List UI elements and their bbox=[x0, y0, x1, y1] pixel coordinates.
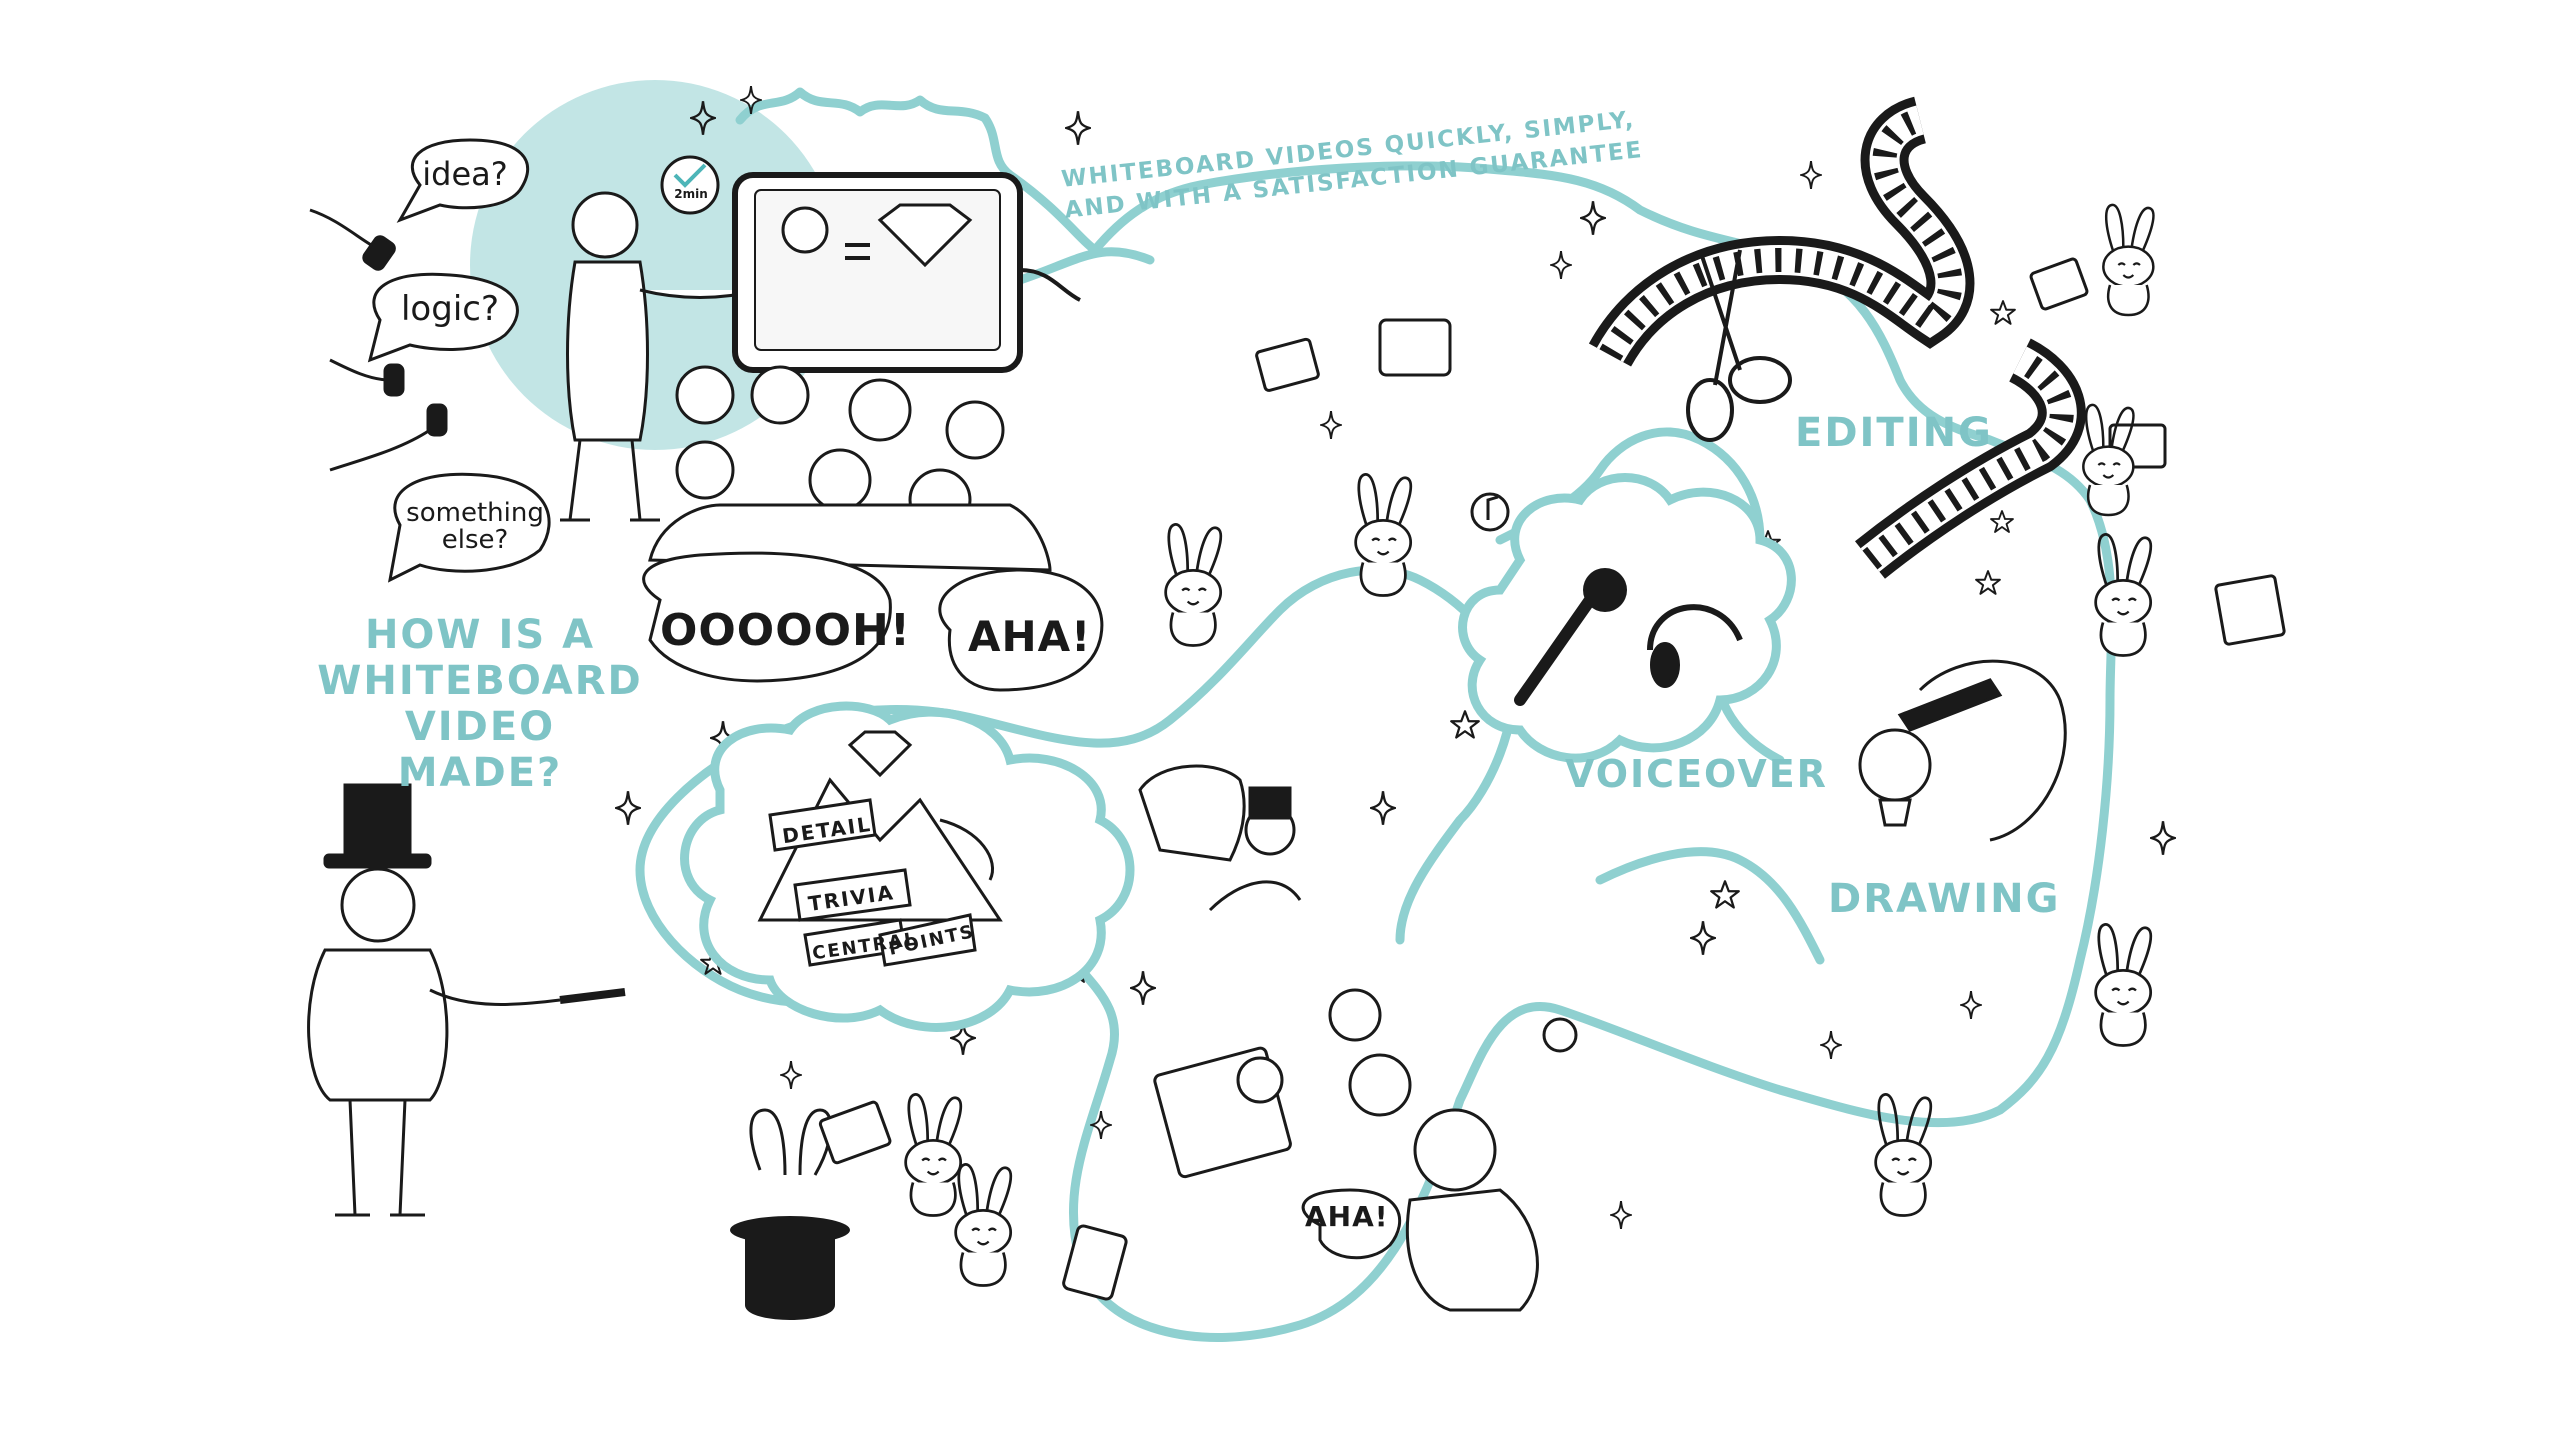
step-label-editing: EDITING bbox=[1795, 410, 1993, 456]
sparkle-icon bbox=[1610, 1200, 1632, 1230]
tablet-screen-icon bbox=[732, 172, 1081, 373]
sparkle-icon bbox=[1580, 200, 1606, 236]
top-hat-icon bbox=[343, 783, 412, 862]
mountain-cloud bbox=[680, 701, 1135, 1032]
speech-bubbles-left bbox=[367, 138, 551, 583]
tablet-screen-icon bbox=[2214, 574, 2286, 646]
sparkle-icon bbox=[1690, 920, 1716, 956]
rabbit-icon bbox=[904, 1093, 963, 1217]
speech-bubble-icon bbox=[642, 551, 892, 683]
sparkle-icon bbox=[615, 790, 641, 826]
laptop-icon bbox=[1255, 337, 1320, 392]
pencil-icon bbox=[1897, 678, 2003, 732]
title-line-3: MADE? bbox=[397, 750, 563, 796]
scissors-icon bbox=[1686, 249, 1792, 442]
ooooh-exclamation: OOOOOH! bbox=[660, 605, 911, 656]
step-label-voiceover: VOICEOVER bbox=[1565, 752, 1828, 796]
lightbulb-icon bbox=[1858, 728, 1932, 802]
apple-icon bbox=[1542, 1017, 1578, 1053]
clock-icon bbox=[660, 155, 720, 215]
rabbit-icon bbox=[2102, 203, 2155, 317]
speech-bubble-icon bbox=[396, 138, 530, 223]
speech-bubble-idea: idea? bbox=[422, 155, 508, 193]
something-line: something bbox=[406, 498, 544, 528]
title-line-2: WHITEBOARD VIDEO bbox=[317, 658, 643, 750]
sparkle-icon bbox=[2150, 820, 2176, 856]
microphone-icon bbox=[383, 363, 405, 397]
speech-bubble-icon bbox=[387, 472, 551, 583]
microphone-icon bbox=[362, 235, 396, 271]
microphone-icon bbox=[426, 403, 448, 437]
wand-icon bbox=[559, 988, 626, 1004]
diamond-icon bbox=[847, 730, 913, 778]
headphones-icon bbox=[1647, 604, 1743, 688]
devices bbox=[818, 257, 2286, 1301]
computer-monitor-icon bbox=[1378, 318, 1452, 377]
voiceover-cloud bbox=[1458, 473, 1796, 763]
rabbit-icon bbox=[2094, 923, 2153, 1047]
gear-icon bbox=[1348, 1053, 1412, 1117]
sparkle-icon bbox=[1800, 160, 1822, 190]
sparkle-icon bbox=[1370, 790, 1396, 826]
diamond-icon bbox=[877, 203, 973, 268]
lamp-scene bbox=[1138, 764, 1302, 912]
rabbit-icon bbox=[2082, 403, 2135, 517]
sparkle-icon bbox=[1820, 1030, 1842, 1060]
laptop-icon bbox=[818, 1100, 892, 1165]
aha-exclamation-bottom: AHA! bbox=[1305, 1200, 1389, 1233]
audience-bubbles bbox=[642, 551, 1104, 692]
laptop-icon bbox=[2029, 257, 2089, 311]
lightbulb-icon bbox=[781, 206, 829, 254]
step-label-drawing: DRAWING bbox=[1828, 876, 2061, 922]
painter-scene bbox=[1236, 988, 1578, 1312]
page-title: HOW IS A WHITEBOARD VIDEO MADE? bbox=[270, 612, 690, 796]
star-icon bbox=[1450, 710, 1480, 739]
rabbit-icon bbox=[1164, 523, 1223, 647]
gear-icon bbox=[1328, 988, 1382, 1042]
star-icon bbox=[1990, 300, 2016, 325]
speech-bubble-icon bbox=[938, 568, 1104, 692]
star-icon bbox=[1710, 880, 1740, 909]
magician-figure bbox=[307, 783, 626, 1217]
speech-bubble-logic: logic? bbox=[400, 289, 499, 329]
film-strip-icon bbox=[1588, 96, 2086, 579]
presenter-figure bbox=[560, 191, 761, 522]
sparkle-icon bbox=[1320, 410, 1342, 440]
drawing-scene bbox=[1858, 659, 2067, 842]
top-hat-icon bbox=[730, 1108, 850, 1320]
sparkle-icon bbox=[1065, 110, 1091, 146]
sparkle-icon bbox=[1550, 250, 1572, 280]
else-line: else? bbox=[441, 525, 509, 556]
gear-icon bbox=[1236, 1056, 1284, 1104]
top-hat-icon bbox=[1248, 786, 1292, 820]
clock-label: 2min bbox=[674, 187, 708, 201]
microphone-icon bbox=[1514, 568, 1627, 706]
star-icon bbox=[1975, 570, 2001, 595]
tablet-screen-icon bbox=[1062, 1224, 1128, 1301]
mountain-banners bbox=[768, 798, 977, 967]
music-note-icon bbox=[1470, 492, 1510, 532]
rabbit-icon bbox=[1354, 473, 1413, 597]
speech-bubble-something-else: something else? bbox=[405, 498, 545, 556]
star-icon bbox=[1990, 510, 2014, 533]
title-line-1: HOW IS A bbox=[364, 612, 596, 658]
aha-exclamation-left: AHA! bbox=[968, 612, 1092, 661]
speech-bubble-icon bbox=[367, 272, 519, 363]
sparkle-icon bbox=[780, 1060, 802, 1090]
audience-group bbox=[648, 365, 1052, 572]
rabbit-icon bbox=[954, 1163, 1013, 1287]
speech-bubble-icon bbox=[1301, 1188, 1401, 1260]
sparkle-icon bbox=[1960, 990, 1982, 1020]
interview-hands bbox=[309, 208, 448, 472]
sparkle-icon bbox=[1130, 970, 1156, 1006]
